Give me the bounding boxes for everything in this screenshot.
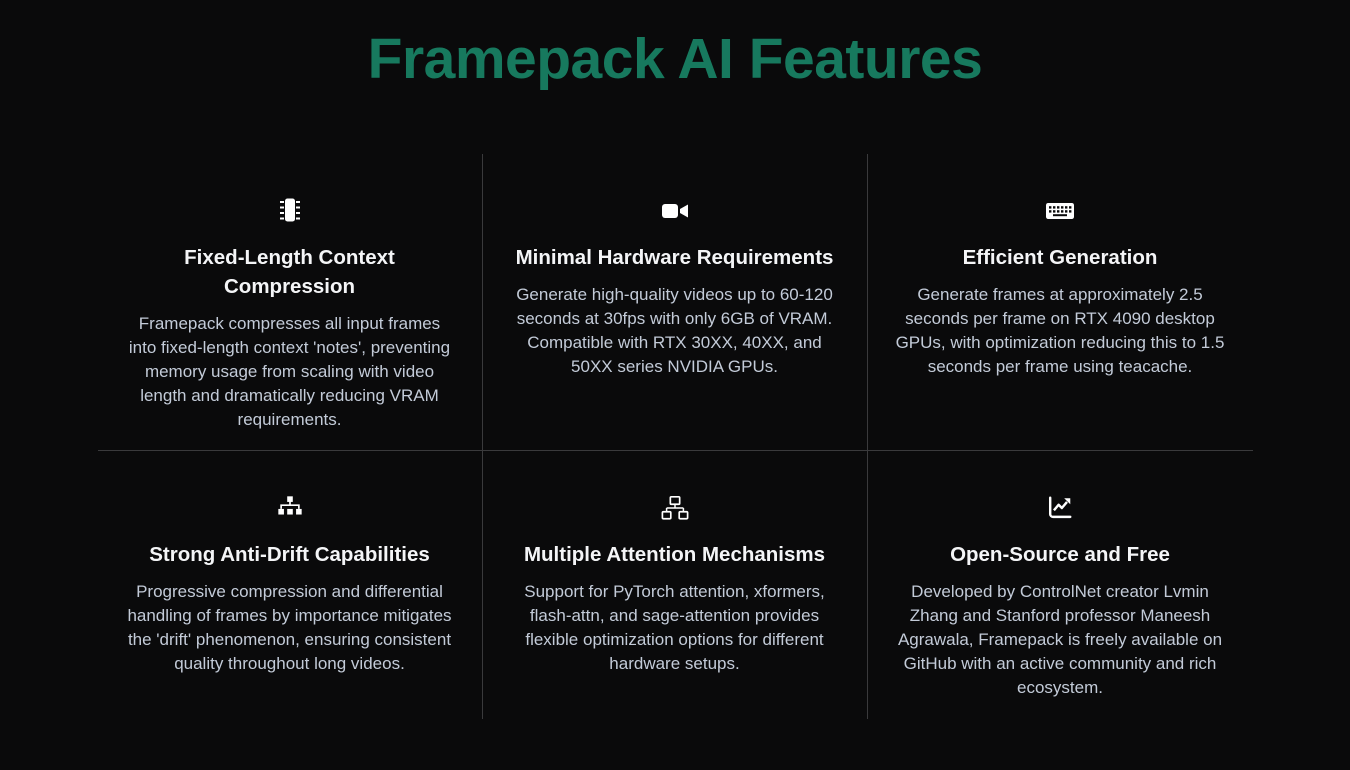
- microchip-icon: [124, 196, 456, 226]
- feature-title: Open-Source and Free: [950, 543, 1170, 566]
- page-title: Framepack AI Features: [367, 27, 983, 91]
- feature-card-anti-drift: Strong Anti-Drift Capabilities Progressi…: [98, 451, 483, 719]
- feature-description: Support for PyTorch attention, xformers,…: [524, 582, 825, 674]
- keyboard-icon: [894, 196, 1227, 226]
- feature-card-open-source: Open-Source and Free Developed by Contro…: [868, 451, 1253, 719]
- feature-title: Minimal Hardware Requirements: [515, 246, 834, 269]
- network-icon: [509, 493, 841, 523]
- feature-title: Fixed-Length Context Compression: [184, 246, 395, 299]
- feature-description: Framepack compresses all input frames in…: [128, 314, 451, 430]
- feature-card-hardware-requirements: Minimal Hardware Requirements Generate h…: [482, 154, 868, 451]
- feature-description: Generate high-quality videos up to 60-12…: [516, 285, 833, 377]
- feature-card-attention-mechanisms: Multiple Attention Mechanisms Support fo…: [483, 451, 868, 719]
- feature-card-efficient-generation: Efficient Generation Generate frames at …: [867, 154, 1253, 451]
- features-grid: Fixed-Length Context Compression Framepa…: [97, 154, 1253, 719]
- feature-card-context-compression: Fixed-Length Context Compression Framepa…: [97, 154, 483, 451]
- chart-line-icon: [894, 493, 1227, 523]
- video-camera-icon: [509, 196, 841, 226]
- feature-description: Generate frames at approximately 2.5 sec…: [895, 285, 1225, 377]
- feature-description: Progressive compression and differential…: [127, 582, 452, 674]
- feature-description: Developed by ControlNet creator Lvmin Zh…: [897, 582, 1223, 698]
- sitemap-icon: [124, 493, 456, 523]
- feature-title: Strong Anti-Drift Capabilities: [149, 543, 430, 566]
- feature-title: Multiple Attention Mechanisms: [523, 543, 826, 566]
- feature-title: Efficient Generation: [962, 246, 1158, 269]
